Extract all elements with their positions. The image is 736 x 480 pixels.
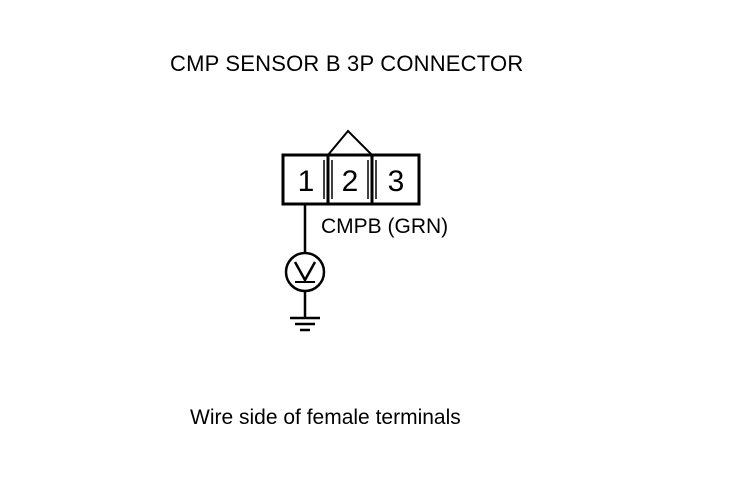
voltmeter-icon	[284, 251, 326, 293]
ground-icon	[290, 316, 320, 332]
pin-3-label: 3	[388, 165, 405, 198]
pin-2-label: 2	[342, 165, 359, 198]
connector-body	[281, 153, 421, 206]
diagram-title: CMP SENSOR B 3P CONNECTOR	[170, 51, 524, 76]
view-caption: Wire side of female terminals	[190, 406, 461, 429]
wire-color-label: CMPB (GRN)	[321, 215, 449, 238]
connector-key-icon	[327, 129, 373, 156]
pin-1-label: 1	[298, 165, 315, 198]
